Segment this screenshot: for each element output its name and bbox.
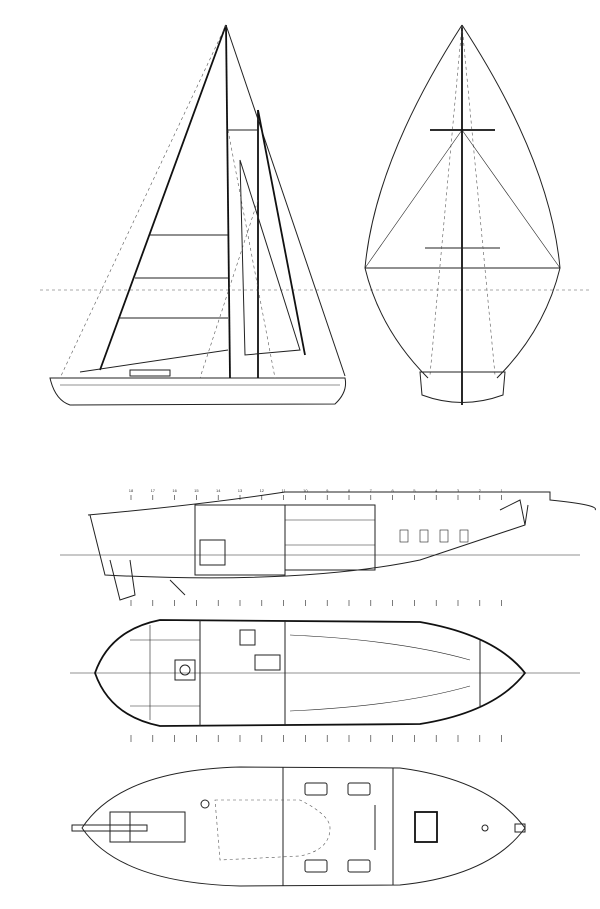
station-number: 3 xyxy=(457,488,460,493)
sink xyxy=(239,629,256,646)
head xyxy=(174,659,196,681)
sail-starboard xyxy=(461,24,561,379)
mainsail-leech xyxy=(99,24,227,371)
station-number: 17 xyxy=(151,488,156,493)
porthole xyxy=(439,529,449,543)
sail-plan-profile xyxy=(40,24,590,406)
station-number: 6 xyxy=(391,488,394,493)
inboard-profile: 18 17 16 15 14 13 12 11 10 9 8 7 6 5 4 3 2 1 xyxy=(60,488,596,742)
backstay xyxy=(59,24,227,379)
hull-profile xyxy=(49,377,346,406)
galley-stove xyxy=(254,654,281,671)
aft-cabin-partitions xyxy=(130,625,200,720)
sail-port xyxy=(364,24,463,379)
shroud xyxy=(227,129,276,379)
main-boom xyxy=(79,349,229,373)
ventilator xyxy=(200,799,210,809)
toilet xyxy=(179,664,191,676)
station-number: 7 xyxy=(370,488,373,493)
rigging xyxy=(461,129,561,269)
rudder xyxy=(109,559,136,601)
porthole xyxy=(459,529,469,543)
station-number: 14 xyxy=(216,488,221,493)
forehatch xyxy=(414,811,438,843)
doghouse-outline xyxy=(214,799,331,861)
station-number: 1 xyxy=(500,488,503,493)
deck-prism xyxy=(347,782,371,796)
sail-plan-front xyxy=(364,24,561,405)
station-number: 11 xyxy=(282,488,287,493)
shroud xyxy=(461,24,496,376)
engine xyxy=(199,539,226,566)
deck-fitting xyxy=(481,824,489,832)
shroud xyxy=(429,24,463,376)
station-number: 9 xyxy=(326,488,329,493)
porthole xyxy=(399,529,409,543)
mizzen-leech xyxy=(257,109,306,356)
forestay xyxy=(225,24,346,377)
station-number: 10 xyxy=(303,488,308,493)
station-number: 18 xyxy=(129,488,134,493)
station-number: 13 xyxy=(238,488,243,493)
hull-section xyxy=(419,371,506,403)
porthole xyxy=(419,529,429,543)
station-numbers: 18 17 16 15 14 13 12 11 10 9 8 7 6 5 4 3 2 1 xyxy=(129,488,503,742)
dinghy xyxy=(129,369,171,377)
settee-port xyxy=(289,634,471,661)
deck-prism xyxy=(304,859,328,873)
propeller-shaft xyxy=(169,579,186,596)
jib xyxy=(239,159,301,356)
bow-fitting xyxy=(499,499,526,526)
cabin xyxy=(284,504,376,571)
station-number: 4 xyxy=(435,488,438,493)
station-number: 2 xyxy=(479,488,482,493)
station-number: 8 xyxy=(348,488,351,493)
station-number: 12 xyxy=(260,488,265,493)
deck-prism xyxy=(304,782,328,796)
accommodation-plan xyxy=(70,619,580,727)
settee-starboard xyxy=(289,685,471,712)
deck-outline xyxy=(81,766,526,887)
cockpit xyxy=(129,811,186,843)
rigging xyxy=(364,129,463,269)
station-number: 16 xyxy=(172,488,177,493)
hull-bottom xyxy=(89,504,529,579)
deck-plan xyxy=(71,766,526,887)
deck-line xyxy=(87,491,596,516)
station-number: 15 xyxy=(194,488,199,493)
cockpit-hatch xyxy=(109,811,131,843)
shroud xyxy=(199,199,259,379)
hull-plan xyxy=(94,619,527,727)
bow-chock xyxy=(514,823,526,833)
deck-prism xyxy=(347,859,371,873)
main-mast xyxy=(225,24,231,379)
station-number: 5 xyxy=(413,488,416,493)
